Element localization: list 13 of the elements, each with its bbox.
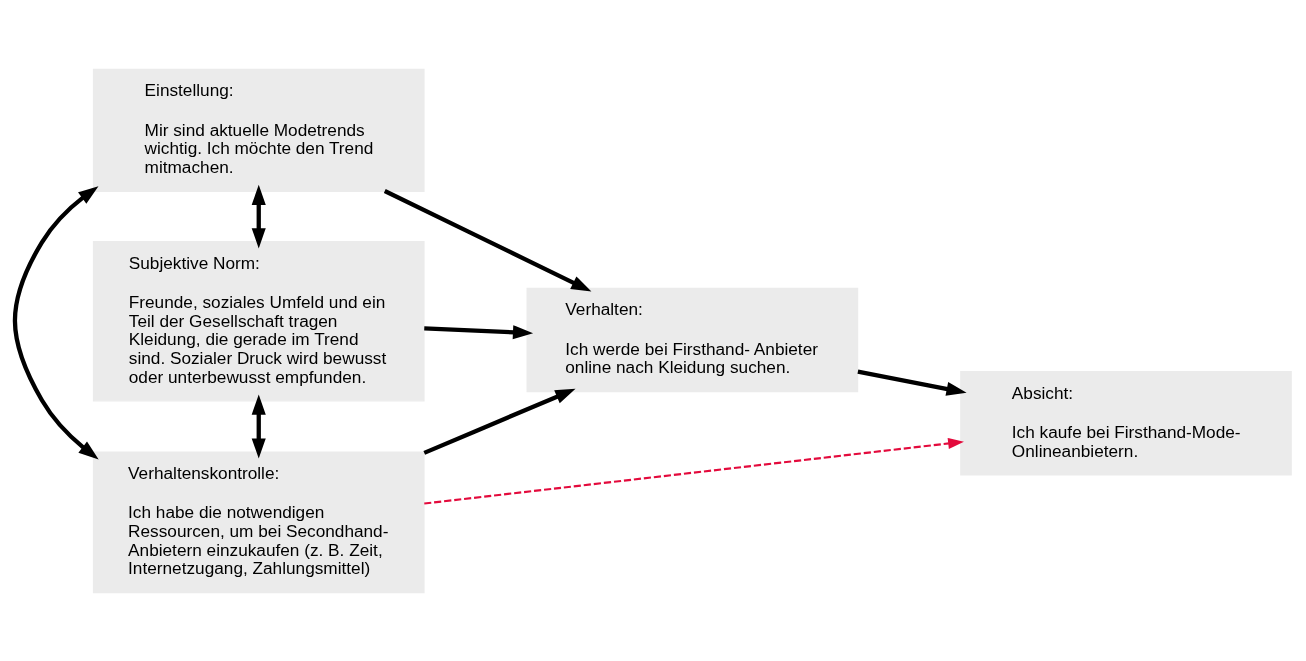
arrow xyxy=(857,369,967,396)
arrow xyxy=(423,388,576,455)
node-box: Einstellung: Mir sind aktuelle Modetrends wichtig. Ich möchte den Trend mitmachen. xyxy=(92,68,425,192)
arrow xyxy=(251,393,266,459)
arrow xyxy=(251,184,266,248)
node-box: Subjektive Norm: Freunde, soziales Umfeld und ein Teil der Gesellschaft tragen Kleidung, die gerade im Trend sind. Sozialer Druck wird bewusst oder unterbewusst empfunden. xyxy=(92,240,425,402)
arrow xyxy=(12,185,99,459)
arrow xyxy=(424,437,964,505)
arrow xyxy=(424,324,534,339)
node-box: Absicht: Ich kaufe bei Firsthand-Mode-Onlineanbietern. xyxy=(960,370,1292,476)
node-box: Verhalten: Ich werde bei Firsthand- Anbieter online nach Kleidung suchen. xyxy=(526,287,859,392)
arrow xyxy=(383,188,592,292)
node-box: Verhaltenskontrolle: Ich habe die notwendigen Ressourcen, um bei Secondhand-Anbietern einzukaufen (z. B. Zeit, Internetzugang, Zahlungsmittel) xyxy=(92,450,425,593)
